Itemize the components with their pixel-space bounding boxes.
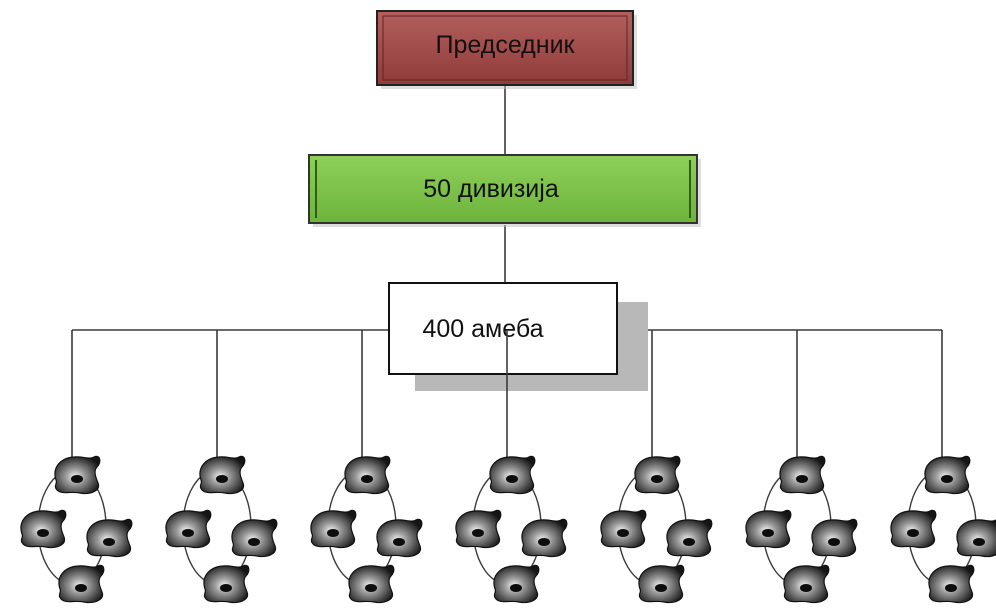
amoeba-icon-left: [745, 509, 792, 549]
amoeba-cluster-4: [455, 330, 568, 604]
amoeba-icon-top: [634, 455, 681, 495]
amoeba-icon-bottom: [783, 564, 830, 604]
amoeba-icon-bottom: [203, 564, 250, 604]
amoeba-icon-right: [811, 518, 858, 558]
amoeba-icon-left: [165, 509, 212, 549]
amoeba-cluster-2: [165, 330, 278, 604]
amoeba-clusters: [20, 330, 996, 604]
amoeba-icon-left: [20, 509, 67, 549]
amoeba-cluster-3: [310, 330, 423, 604]
divisions-node: 50 дивизија: [308, 154, 701, 227]
amoeba-cluster-1: [20, 330, 133, 604]
amoebas-node: 400 амеба: [388, 282, 648, 391]
amoeba-icon-bottom: [493, 564, 540, 604]
amoeba-icon-left: [455, 509, 502, 549]
amoeba-icon-bottom: [928, 564, 975, 604]
amoeba-cluster-7: [890, 330, 996, 604]
amoeba-icon-right: [231, 518, 278, 558]
amoeba-icon-top: [489, 455, 536, 495]
amoeba-icon-left: [600, 509, 647, 549]
amoeba-icon-right: [86, 518, 133, 558]
amoeba-icon-bottom: [58, 564, 105, 604]
president-node: Председник: [376, 10, 637, 89]
amoeba-cluster-5: [600, 330, 713, 604]
amoeba-icon-top: [54, 455, 101, 495]
divisions-label: 50 дивизија: [423, 175, 559, 203]
president-label: Председник: [436, 31, 576, 59]
amoebas-label: 400 амеба: [422, 315, 543, 343]
amoeba-icon-top: [199, 455, 246, 495]
amoeba-icon-right: [666, 518, 713, 558]
amoeba-icon-bottom: [348, 564, 395, 604]
amoeba-icon-right: [521, 518, 568, 558]
amoeba-icon-top: [344, 455, 391, 495]
amoeba-icon-top: [779, 455, 826, 495]
amoeba-icon-right: [376, 518, 423, 558]
amoeba-icon-bottom: [638, 564, 685, 604]
amoeba-icon-left: [310, 509, 357, 549]
amoeba-icon-right: [956, 519, 996, 558]
amoeba-icon-left: [890, 509, 937, 549]
amoeba-icon-top: [924, 455, 971, 495]
amoeba-cluster-6: [745, 330, 858, 604]
